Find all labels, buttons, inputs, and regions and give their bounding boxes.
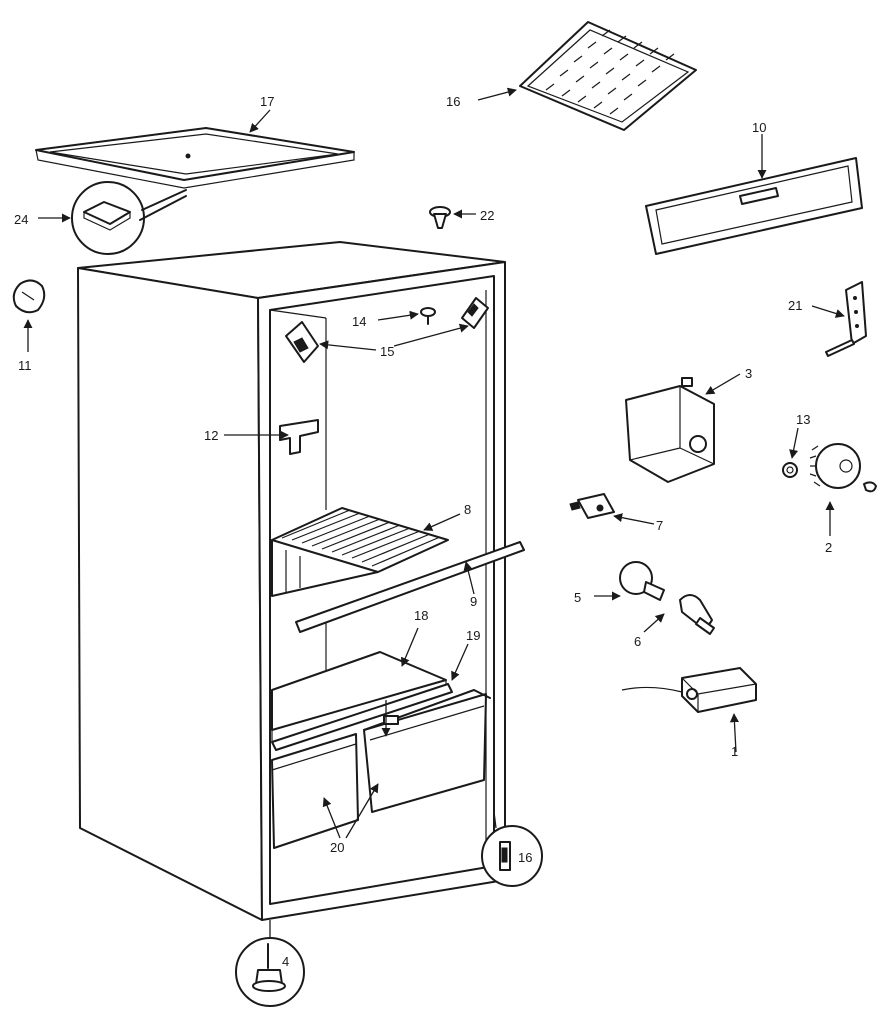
screw-part-14	[420, 307, 436, 325]
callout-10: 10	[752, 120, 766, 135]
hinge-bracket	[825, 281, 867, 357]
callout-2: 2	[825, 540, 832, 555]
light-switch	[569, 493, 615, 519]
callout-4: 4	[282, 954, 289, 969]
callout-6: 6	[634, 634, 641, 649]
callout-1: 1	[731, 744, 738, 759]
ice-cube-tray	[519, 21, 697, 131]
thermostat-unit	[621, 667, 757, 713]
callout-labels: 1 2 3 4 5 6 7 8 9 10 11 12 13 14 15 16 1…	[14, 94, 832, 969]
callout-8: 8	[464, 502, 471, 517]
callout-11: 11	[18, 358, 32, 373]
callout-22: 22	[480, 208, 494, 223]
callout-14: 14	[352, 314, 366, 329]
crisper-drawer-left	[271, 733, 359, 849]
callout-13: 13	[796, 412, 810, 427]
light-bulb-large	[619, 561, 665, 601]
control-knob	[12, 279, 46, 314]
drip-tray	[35, 127, 355, 189]
callout-3: 3	[745, 366, 752, 381]
callout-7: 7	[656, 518, 663, 533]
light-socket-left	[285, 321, 319, 363]
callout-20: 20	[330, 840, 344, 855]
callout-24: 24	[14, 212, 28, 227]
callout-16-detail: 16	[518, 850, 532, 865]
freezer-door	[645, 157, 863, 255]
dial-clip	[782, 462, 798, 478]
leader-lines	[23, 87, 845, 938]
callout-19: 19	[466, 628, 480, 643]
door-stop-detail-circle	[481, 825, 543, 887]
retainer-pin	[429, 206, 451, 229]
tray-support-detail-circle	[71, 181, 187, 255]
crisper-cover-trim	[271, 683, 453, 751]
callout-15: 15	[380, 344, 394, 359]
temperature-dial	[809, 443, 877, 493]
callout-16-ice-tray: 16	[446, 94, 460, 109]
wire-shelf	[271, 507, 449, 597]
light-socket-right	[461, 297, 489, 329]
callout-9: 9	[470, 594, 477, 609]
callout-5: 5	[574, 590, 581, 605]
crisper-drawer-right	[363, 689, 491, 813]
callout-21: 21	[788, 298, 802, 313]
leveling-leg-detail-circle	[235, 937, 305, 1007]
light-bulb-small	[679, 594, 715, 635]
callout-12: 12	[204, 428, 218, 443]
callout-18: 18	[414, 608, 428, 623]
callout-17: 17	[260, 94, 274, 109]
control-housing	[625, 377, 715, 483]
